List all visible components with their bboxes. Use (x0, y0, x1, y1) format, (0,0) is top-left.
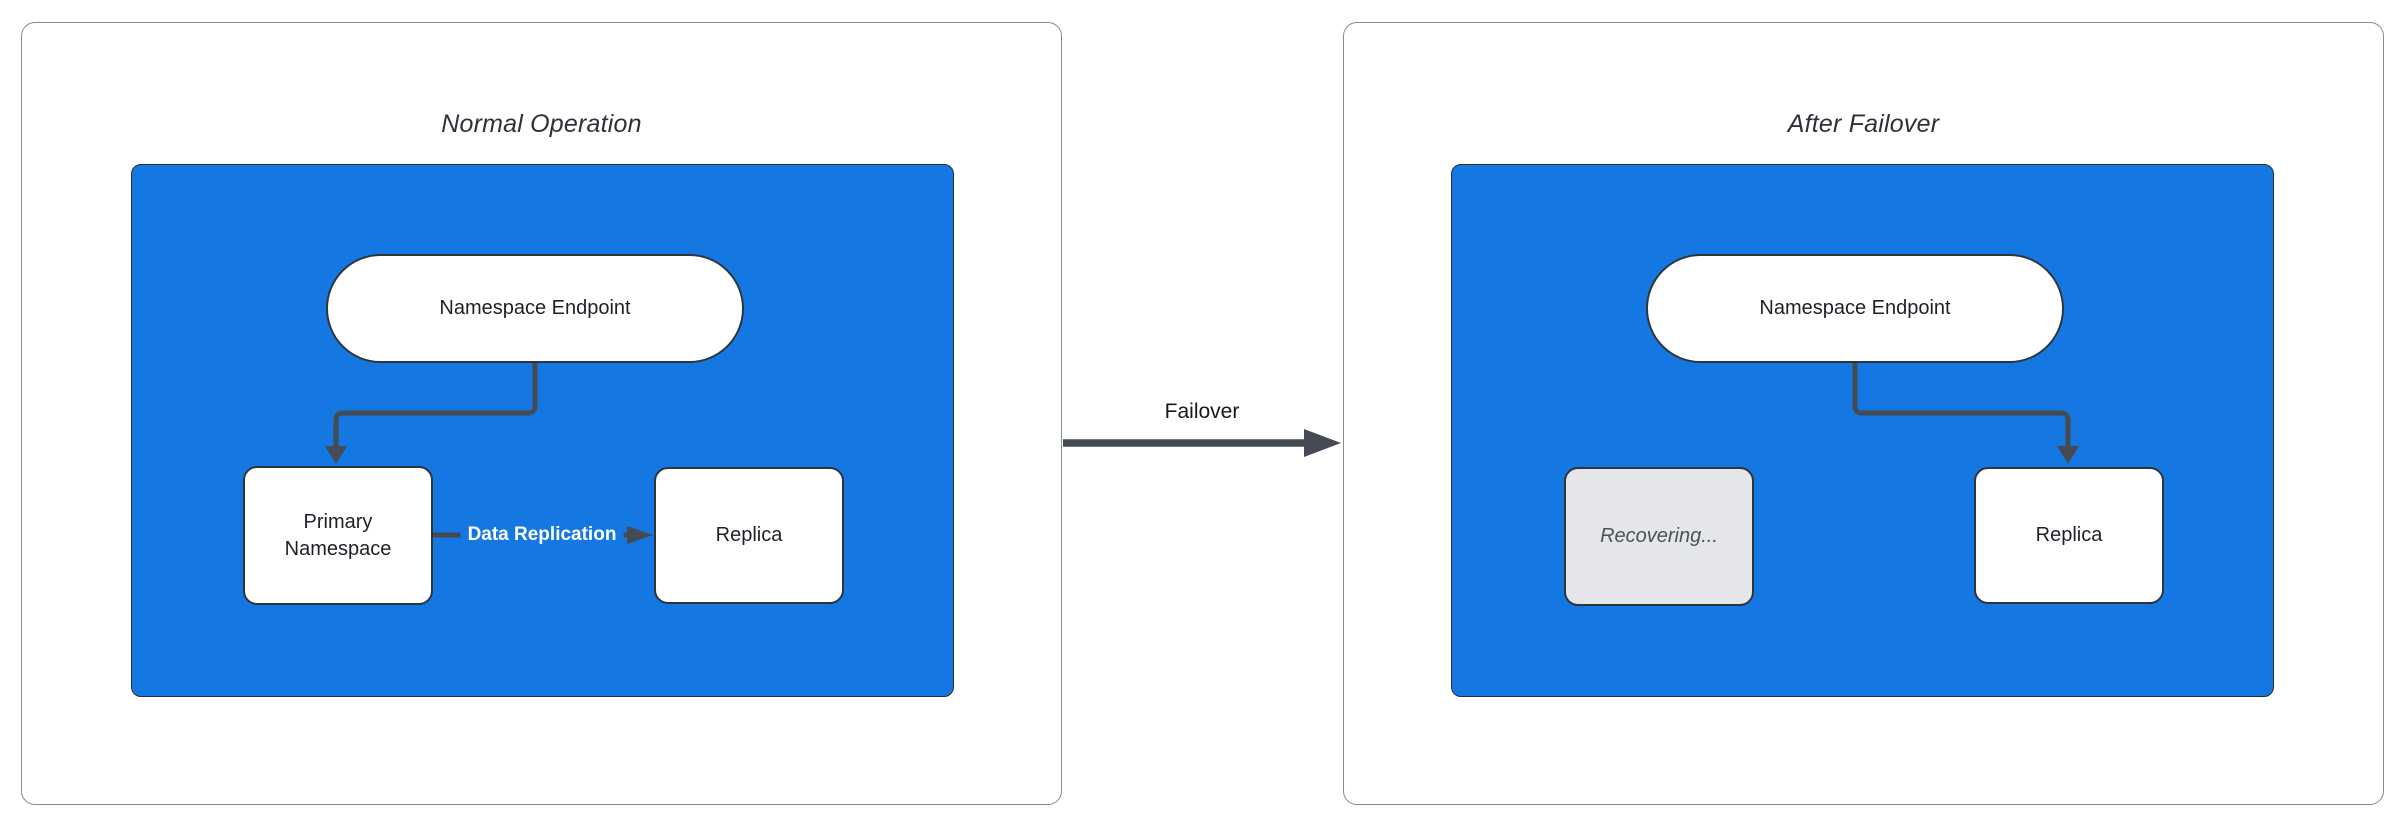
node-label: Namespace Endpoint (439, 297, 631, 319)
cluster-container (1451, 164, 2274, 697)
replica-node: Replica (654, 467, 844, 604)
panel-title: After Failover (1787, 110, 1940, 138)
node-label: Namespace Endpoint (1759, 297, 1951, 319)
namespace-endpoint-node: Namespace Endpoint (1646, 254, 2064, 363)
namespace-endpoint-node: Namespace Endpoint (326, 254, 744, 363)
node-label: Recovering... (1600, 525, 1718, 547)
replica-node: Replica (1974, 467, 2164, 604)
node-label: Replica (2035, 524, 2103, 546)
cluster-container (131, 164, 954, 697)
panel-title: Normal Operation (441, 110, 642, 138)
failover-arrow-label: Failover (1164, 400, 1240, 423)
edge-label-data-replication: Data Replication (460, 521, 624, 549)
node-label: Replica (715, 524, 783, 546)
primary-namespace-node: Primary Namespace (243, 466, 433, 605)
failover-arrow (1063, 429, 1341, 457)
node-label: Primary Namespace (284, 510, 392, 560)
panel-normal-operation: Normal Operation Namespace Endpoint Prim… (21, 22, 1062, 805)
arrowhead-icon (1304, 429, 1341, 457)
panel-after-failover: After Failover Namespace Endpoint Recove… (1343, 22, 2384, 805)
recovering-node: Recovering... (1564, 467, 1754, 606)
